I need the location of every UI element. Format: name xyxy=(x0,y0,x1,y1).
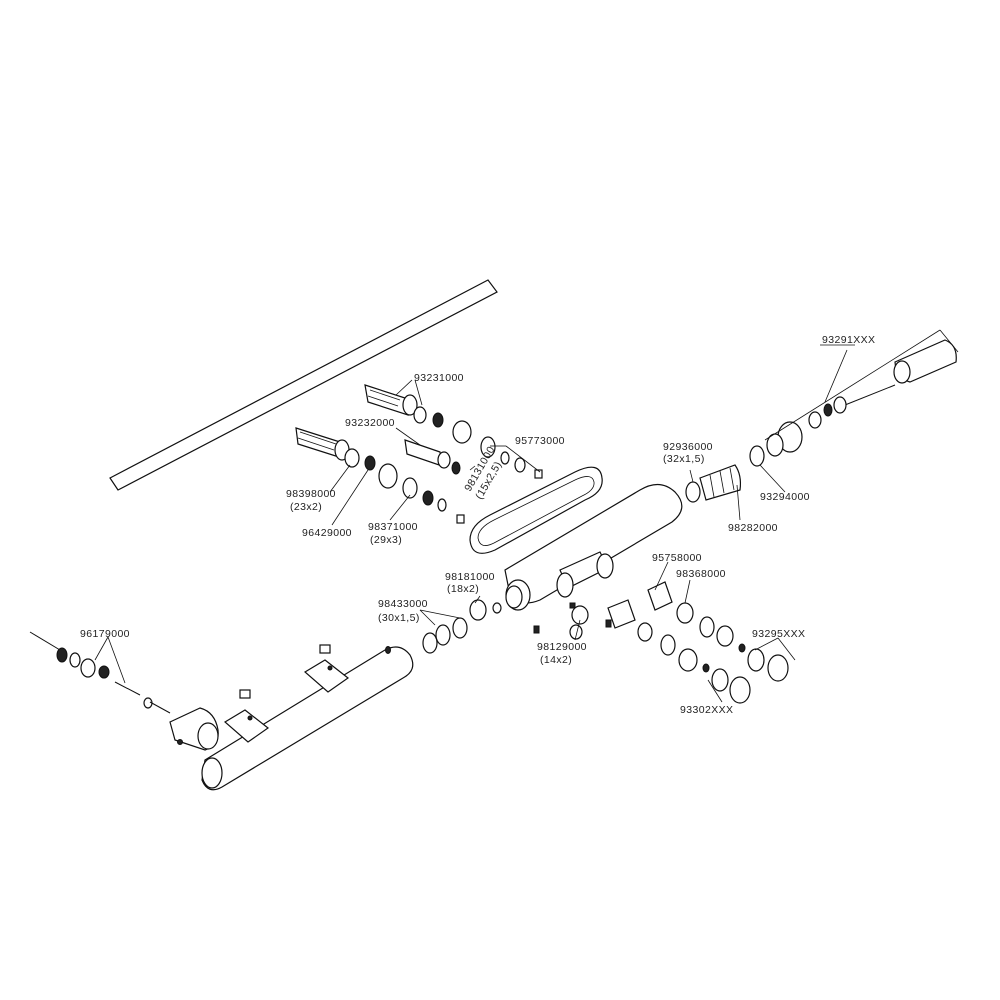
label-93302xxx: 93302XXX xyxy=(680,704,733,716)
label-93232000: 93232000 xyxy=(345,417,395,429)
label-98129-size: (14x2) xyxy=(540,654,572,666)
cartridge-93294000 xyxy=(749,421,803,467)
thermo-element-98282000 xyxy=(699,464,742,501)
label-96179000: 96179000 xyxy=(80,628,130,640)
cartridge-93232000 xyxy=(295,427,350,461)
ring-cluster-left xyxy=(344,406,543,524)
label-98398-size: (23x2) xyxy=(290,501,322,513)
o-ring-92936000 xyxy=(685,481,701,503)
spindle-assembly xyxy=(808,384,896,429)
cartridge-small xyxy=(404,439,451,469)
label-93294000: 93294000 xyxy=(760,491,810,503)
label-95758000: 95758000 xyxy=(652,552,702,564)
label-95773000: 95773000 xyxy=(515,435,565,447)
label-98398000: 98398000 xyxy=(286,488,336,500)
label-96429000: 96429000 xyxy=(302,527,352,539)
label-98433-size: (30x1,5) xyxy=(378,612,420,624)
label-93295xxx: 93295XXX xyxy=(752,628,805,640)
label-93231000: 93231000 xyxy=(414,372,464,384)
label-98181-size: (18x2) xyxy=(447,583,479,595)
wall-brackets xyxy=(223,644,350,743)
label-93291xxx: 93291XXX xyxy=(822,334,875,346)
shower-rail xyxy=(201,646,414,791)
label-98433000: 98433000 xyxy=(378,598,428,610)
label-98368000: 98368000 xyxy=(676,568,726,580)
label-92936000: 92936000 xyxy=(663,441,713,453)
gasket-loop xyxy=(469,466,603,554)
shelf-plate xyxy=(109,279,498,491)
label-98371-size: (29x3) xyxy=(370,534,402,546)
label-98371000: 98371000 xyxy=(368,521,418,533)
thermostat-body xyxy=(504,483,683,611)
diverter-cluster xyxy=(607,581,789,704)
label-98181000: 98181000 xyxy=(445,571,495,583)
rail-end-cap xyxy=(169,707,219,751)
handle-93291 xyxy=(893,339,957,384)
cartridge-93231000 xyxy=(364,384,418,416)
fixing-set-96179000 xyxy=(29,631,171,714)
leader-lines xyxy=(94,329,959,703)
label-98129000: 98129000 xyxy=(537,641,587,653)
label-98282000: 98282000 xyxy=(728,522,778,534)
label-92936-size: (32x1,5) xyxy=(663,453,705,465)
